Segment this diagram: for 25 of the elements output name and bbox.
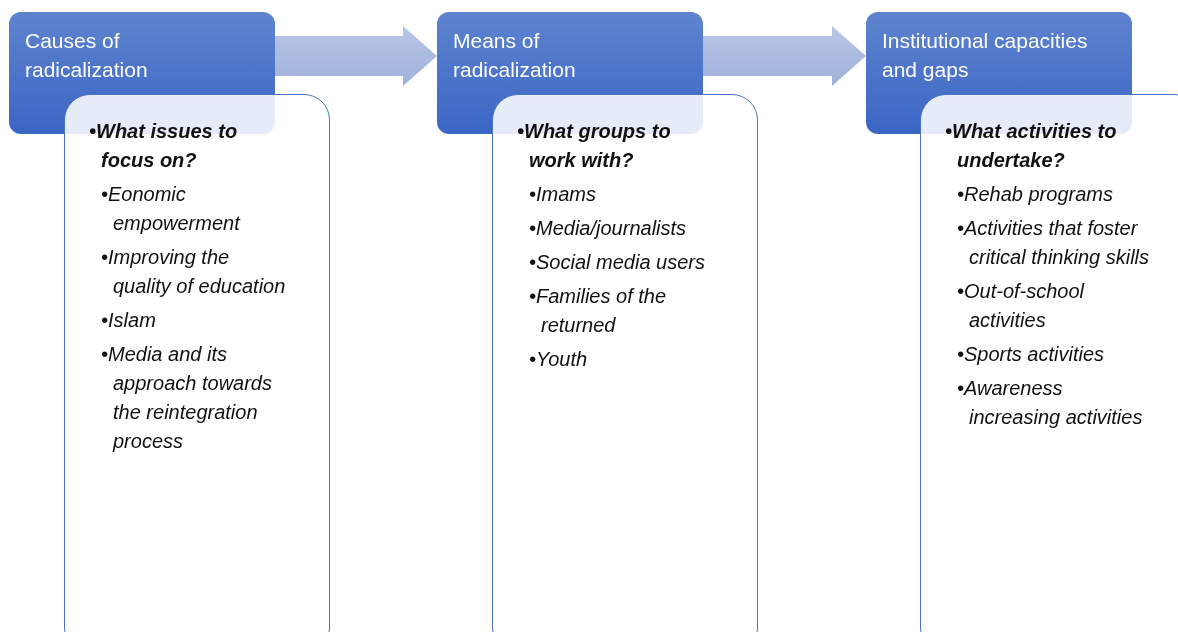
bullet-item: •Media and its approach towards the reintegration process bbox=[101, 342, 273, 454]
stage-title: Means of radicalization bbox=[453, 28, 577, 83]
block-arrow bbox=[275, 26, 437, 86]
question-card bbox=[492, 94, 758, 632]
bullet-item: •Out-of-school activities bbox=[957, 279, 1086, 333]
question-text: •What activities to undertake? bbox=[945, 119, 1118, 173]
bullet-item: •Media/journalists bbox=[529, 216, 688, 241]
bullet-item: •Social media users bbox=[529, 250, 706, 275]
bullet-item: •Improving the quality of education bbox=[101, 245, 287, 299]
question-card bbox=[920, 94, 1178, 632]
bullet-item: •Eonomic empowerment bbox=[101, 182, 242, 236]
bullet-item: •Awareness increasing activities bbox=[957, 376, 1144, 430]
question-text: •What groups to work with? bbox=[517, 119, 672, 173]
stage-title: Causes of radicalization bbox=[25, 28, 149, 83]
bullet-item: •Imams bbox=[529, 182, 597, 207]
block-arrow bbox=[703, 26, 866, 86]
bullet-item: •Islam bbox=[101, 308, 157, 333]
bullet-item: •Activities that foster critical thinking skills bbox=[957, 216, 1151, 270]
question-card bbox=[64, 94, 330, 632]
bullet-item: •Sports activities bbox=[957, 342, 1106, 367]
bullet-item: •Families of the returned bbox=[529, 284, 668, 338]
stage-title: Institutional capacities and gaps bbox=[882, 28, 1089, 83]
bullet-item: •Rehab programs bbox=[957, 182, 1114, 207]
question-text: •What issues to focus on? bbox=[89, 119, 239, 173]
bullet-item: •Youth bbox=[529, 347, 589, 372]
